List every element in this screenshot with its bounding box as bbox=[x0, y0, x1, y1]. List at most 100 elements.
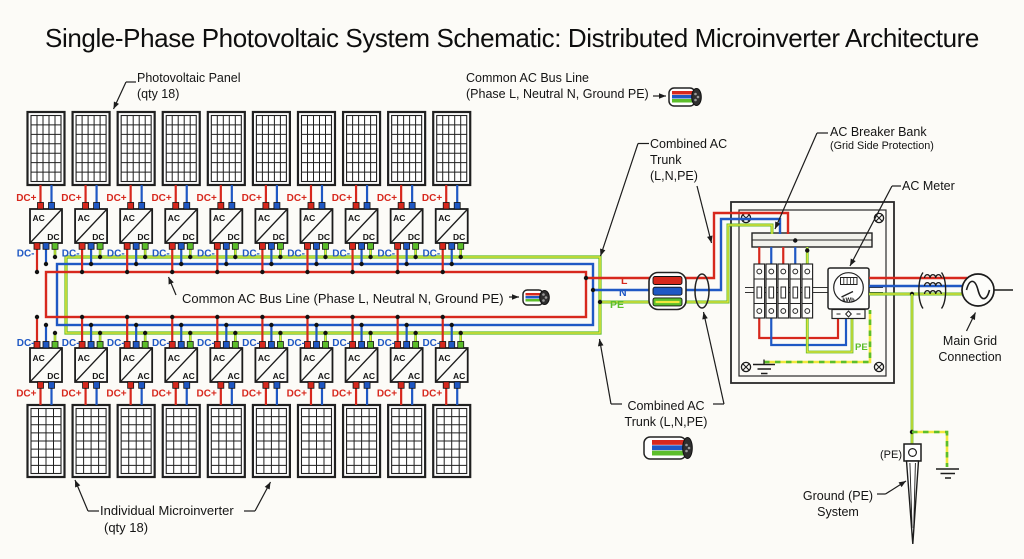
ac-bus bbox=[44, 255, 602, 335]
dc-minus-tag: DC- bbox=[377, 338, 395, 349]
inverter-ac-label: AC bbox=[123, 213, 135, 223]
screw-icon bbox=[873, 361, 885, 373]
inverter-ac-label: AC bbox=[348, 353, 360, 363]
dc-plus-tag: DC+ bbox=[151, 193, 171, 204]
inverter-ac-label: AC bbox=[303, 353, 315, 363]
dc-plus-tag: DC+ bbox=[332, 193, 352, 204]
dc-minus-tag: DC- bbox=[287, 249, 305, 260]
ground-pe-system bbox=[903, 291, 959, 545]
pv-panel bbox=[432, 403, 472, 479]
dc-plus-tag: DC+ bbox=[242, 193, 262, 204]
inverter-dc-label: DC bbox=[137, 232, 149, 242]
circuit-breaker bbox=[789, 263, 802, 319]
label-text: Combined AC bbox=[627, 399, 705, 413]
inverter-dc-label: DC bbox=[47, 371, 59, 381]
trunk-cable bbox=[648, 271, 687, 311]
dc-minus-tag: DC- bbox=[17, 338, 35, 349]
dc-minus-tag: DC- bbox=[17, 249, 35, 260]
inverter-dc-label: AC bbox=[453, 371, 465, 381]
inverter-dc-label: DC bbox=[182, 232, 194, 242]
dc-minus-tag: DC- bbox=[287, 338, 305, 349]
pv-panel bbox=[116, 403, 156, 479]
label-ground-system: Ground (PE) System bbox=[789, 488, 887, 520]
inverter-ac-label: AC bbox=[168, 213, 180, 223]
panel-internal-wiring: PE bbox=[753, 238, 872, 375]
dc-plus-tag: DC+ bbox=[287, 193, 307, 204]
inverter-dc-label: DC bbox=[453, 232, 465, 242]
inverter-dc-label: DC bbox=[318, 232, 330, 242]
pv-panel bbox=[161, 403, 201, 479]
inverter-ac-label: AC bbox=[78, 213, 90, 223]
inverter-dc-label: AC bbox=[318, 371, 330, 381]
inverter-ac-label: AC bbox=[258, 353, 270, 363]
dc-plus-tag: DC+ bbox=[61, 389, 81, 400]
inverter-ac-label: AC bbox=[438, 213, 450, 223]
dc-minus-tag: DC- bbox=[107, 249, 125, 260]
label-text: Trunk (L,N,PE) bbox=[624, 415, 708, 429]
page-title: Single-Phase Photovoltaic System Schemat… bbox=[45, 23, 979, 53]
dc-minus-tag: DC- bbox=[422, 249, 440, 260]
inverter-ac-label: AC bbox=[33, 353, 45, 363]
inverter-dc-label: DC bbox=[92, 371, 104, 381]
pv-panel bbox=[296, 110, 337, 187]
pv-panel bbox=[71, 110, 111, 187]
label-text: (qty 18) bbox=[137, 87, 180, 101]
ground-icon bbox=[753, 359, 775, 375]
label-text: AC Meter bbox=[902, 179, 955, 193]
inverter-dc-label: AC bbox=[273, 371, 285, 381]
label-text: System bbox=[817, 505, 859, 519]
pv-panel bbox=[26, 403, 66, 479]
screw-icon bbox=[740, 361, 752, 373]
dc-plus-tag: DC+ bbox=[197, 193, 217, 204]
wire-tag-l: L bbox=[621, 275, 628, 287]
ac-meter: kWh bbox=[827, 267, 870, 320]
dc-plus-tag: DC+ bbox=[377, 389, 397, 400]
circuit-breaker bbox=[765, 263, 778, 319]
label-common-ac-bus-top: Common AC Bus Line (Phase L, Neutral N, … bbox=[466, 70, 649, 102]
pv-panel bbox=[432, 110, 472, 187]
circuit-breaker bbox=[801, 263, 814, 319]
dc-minus-tag: DC- bbox=[152, 338, 170, 349]
dc-minus-tag: DC- bbox=[377, 249, 395, 260]
dc-plus-tag: DC+ bbox=[377, 193, 397, 204]
pv-panel bbox=[116, 110, 156, 187]
label-text: Individual Microinverter bbox=[100, 503, 234, 518]
annotation-leaders bbox=[74, 81, 977, 512]
label-ac-breaker-bank: AC Breaker Bank (Grid Side Protection) bbox=[830, 124, 934, 154]
dc-plus-tag: DC+ bbox=[422, 193, 442, 204]
label-text: Combined AC bbox=[650, 137, 728, 151]
inverter-ac-label: AC bbox=[213, 353, 225, 363]
dc-plus-tag: DC+ bbox=[16, 389, 36, 400]
inverter-dc-label: AC bbox=[137, 371, 149, 381]
grid-source-icon bbox=[961, 273, 995, 307]
bus-cable-icon bbox=[522, 289, 550, 306]
dc-plus-tag: DC+ bbox=[16, 193, 36, 204]
dc-minus-tag: DC- bbox=[107, 338, 125, 349]
inverter-ac-label: AC bbox=[168, 353, 180, 363]
inverter-ac-label: AC bbox=[348, 213, 360, 223]
label-individual-microinverter: Individual Microinverter (qty 18) bbox=[100, 503, 234, 536]
label-combined-trunk-bottom: Combined AC Trunk (L,N,PE) bbox=[601, 398, 731, 430]
label-text: (Grid Side Protection) bbox=[830, 140, 934, 152]
